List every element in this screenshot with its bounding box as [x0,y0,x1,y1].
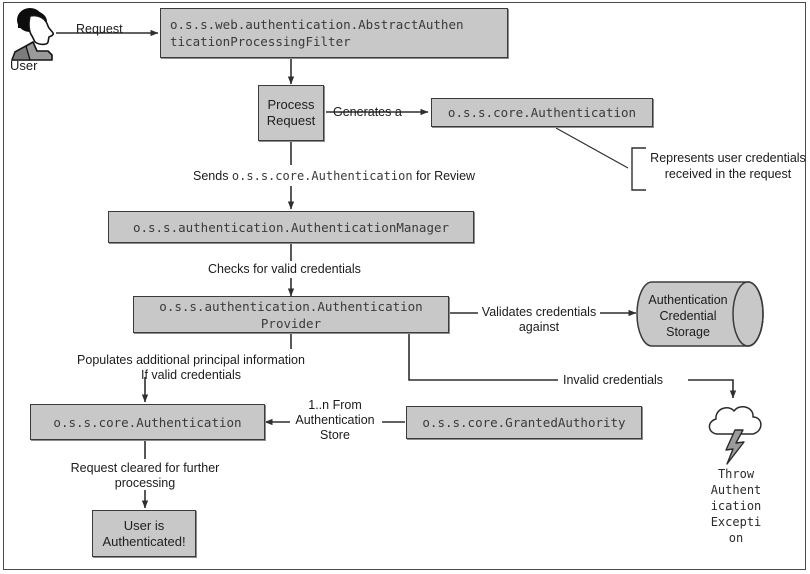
edge-label-checks-valid-credentials: Checks for valid credentials [208,262,361,276]
node-process-request[interactable]: Process Request [258,85,324,141]
sends-suffix: for Review [412,169,476,183]
user-caption: User [10,58,38,73]
edge-label-validates-credentials: Validates credentials against [481,305,597,334]
node-authentication-manager[interactable]: o.s.s.authentication.AuthenticationManag… [108,211,474,243]
node-authentication-provider[interactable]: o.s.s.authentication.Authentication Prov… [133,296,449,333]
node-credential-storage[interactable] [636,281,766,352]
node-abstract-authentication-processing-filter[interactable]: o.s.s.web.authentication.AbstractAuthen … [160,8,508,58]
sends-mono-type: o.s.s.core.Authentication [231,169,413,183]
edge-label-invalid-credentials: Invalid credentials [563,373,664,387]
callout-represents-user-credentials: Represents user credentials received in … [650,151,806,181]
user-head-profile-icon [8,6,60,67]
sends-prefix: Sends [193,169,232,183]
edge-label-from-authentication-store: 1..n From Authentication Store [295,398,375,442]
node-user-authenticated[interactable]: User is Authenticated! [92,510,196,557]
throw-authentication-exception-label: Throw Authent ication Excepti on [710,467,762,545]
node-core-authentication-bottom[interactable]: o.s.s.core.Authentication [30,404,265,440]
node-core-authentication-top[interactable]: o.s.s.core.Authentication [431,98,653,127]
edge-label-sends-for-review: Sends o.s.s.core.Authentication for Revi… [193,169,475,184]
node-granted-authority[interactable]: o.s.s.core.GrantedAuthority [406,406,642,439]
edge-label-populates-principal: Populates additional principal informati… [77,353,305,382]
cloud-lightning-icon [698,398,772,475]
edge-label-request-cleared: Request cleared for further processing [70,461,220,490]
credential-storage-label: Authentication Credential Storage [648,293,728,339]
edge-label-request: Request [76,22,123,36]
edge-label-generates-a: Generates a [333,105,402,119]
